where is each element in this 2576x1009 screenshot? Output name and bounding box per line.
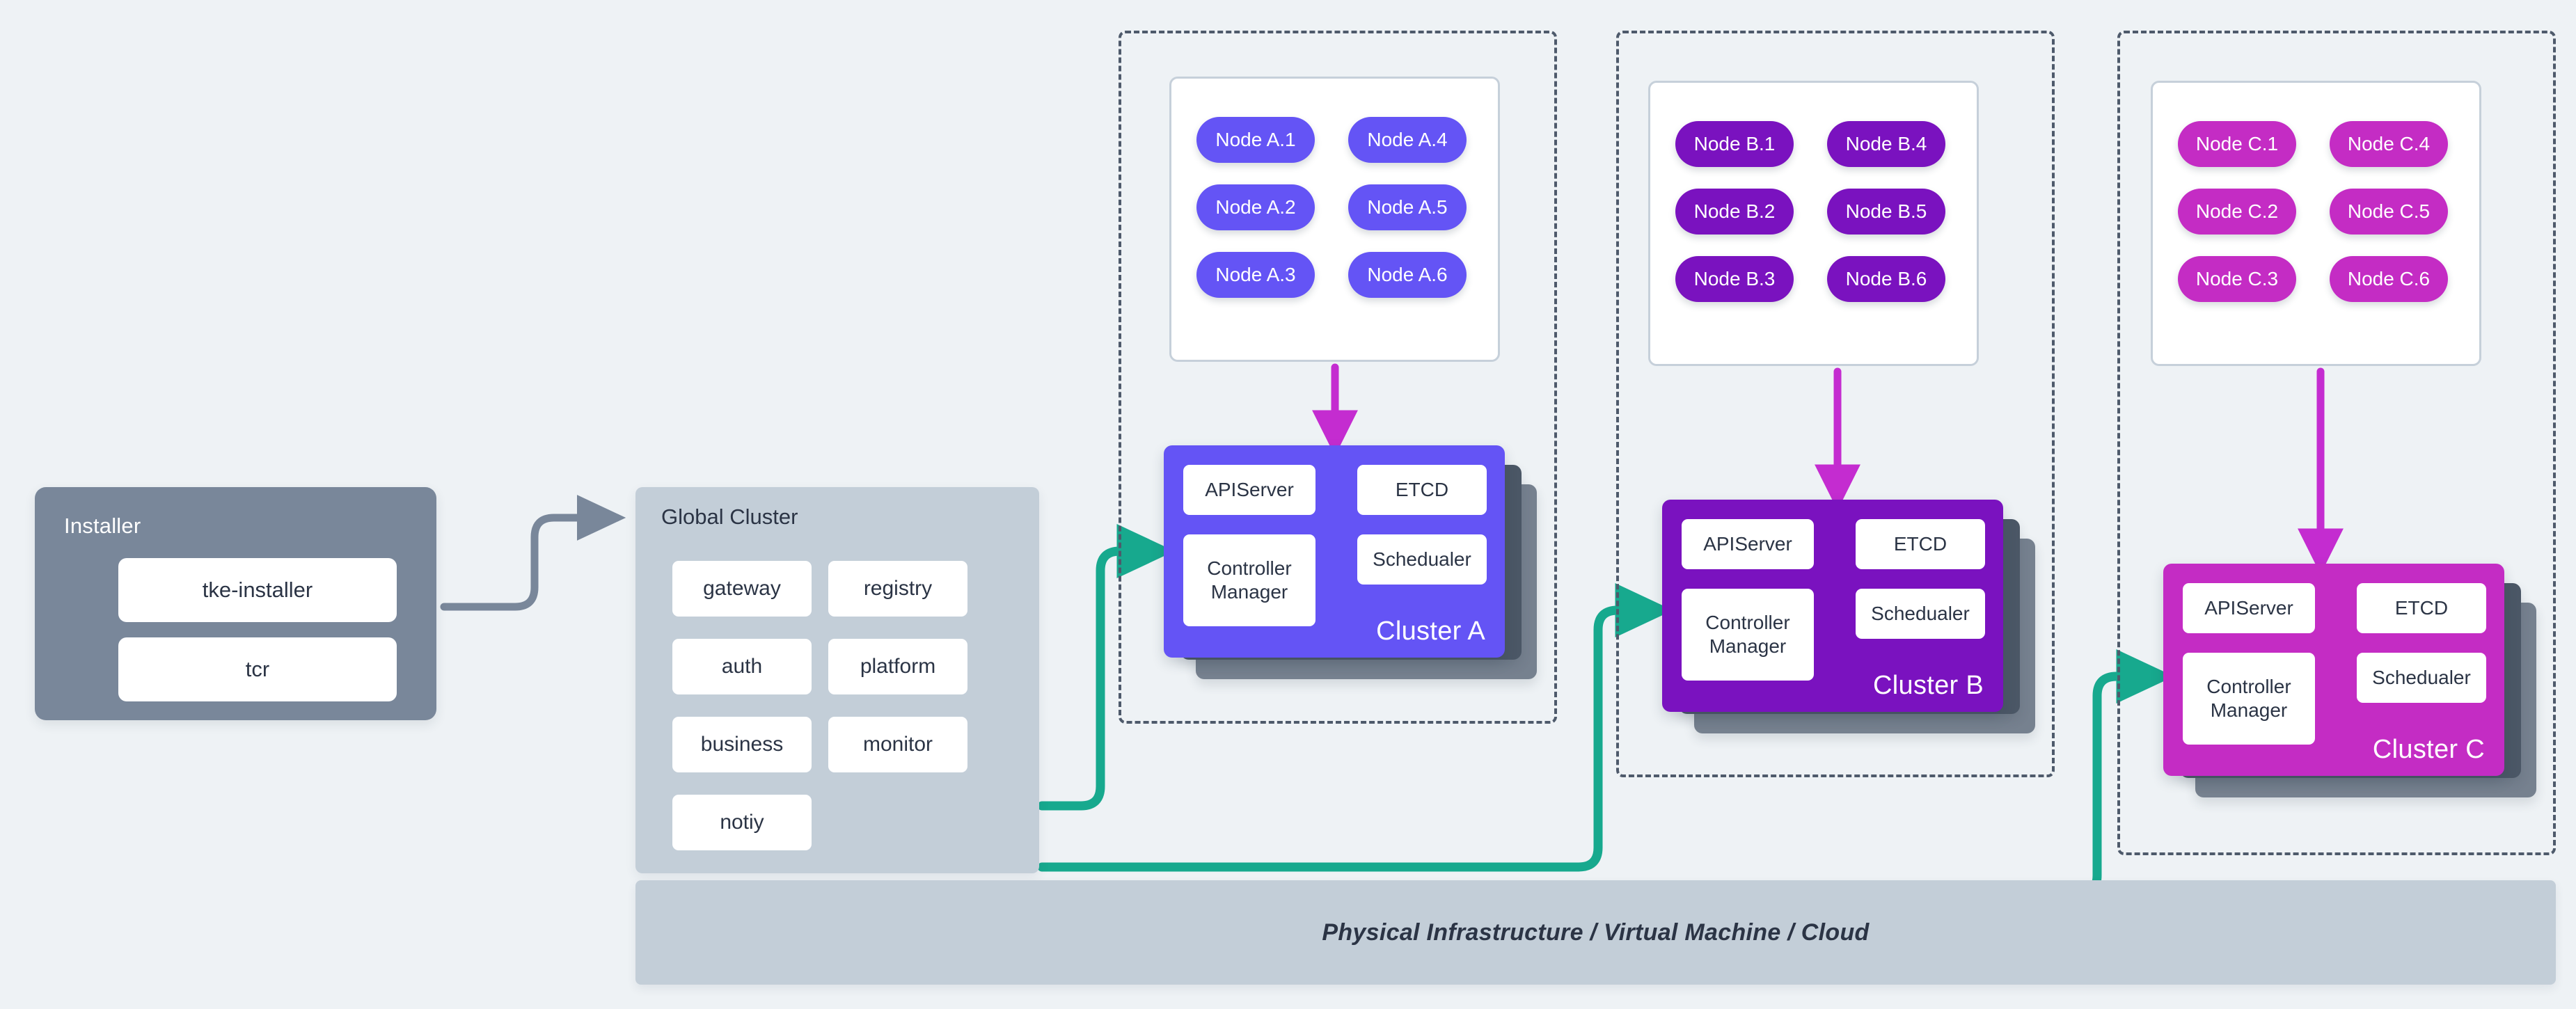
installer-panel: Installer tke-installer tcr — [35, 487, 436, 720]
node-c-1[interactable]: Node C.1 — [2178, 121, 2296, 167]
control-plane-c-apiserver[interactable]: APIServer — [2183, 583, 2315, 633]
global-service-auth[interactable]: auth — [672, 639, 812, 694]
control-plane-b-controller-manager[interactable]: Controller Manager — [1682, 589, 1814, 681]
global-service-gateway[interactable]: gateway — [672, 561, 812, 617]
control-plane-b-apiserver[interactable]: APIServer — [1682, 519, 1814, 569]
node-a-2[interactable]: Node A.2 — [1196, 184, 1315, 230]
control-plane-a-apiserver[interactable]: APIServer — [1183, 465, 1315, 515]
control-plane-a-etcd[interactable]: ETCD — [1357, 465, 1487, 515]
control-plane-b-scheduler[interactable]: Schedualer — [1856, 589, 1985, 639]
cluster-boundary-a — [1119, 31, 1557, 724]
node-c-2[interactable]: Node C.2 — [2178, 189, 2296, 235]
control-plane-c-controller-manager[interactable]: Controller Manager — [2183, 653, 2315, 745]
node-b-6[interactable]: Node B.6 — [1827, 256, 1945, 302]
global-cluster-panel: Global Cluster gateway registry auth pla… — [635, 487, 1039, 873]
cluster-a-name: Cluster A — [1376, 617, 1485, 646]
node-a-4[interactable]: Node A.4 — [1348, 117, 1467, 163]
node-c-6[interactable]: Node C.6 — [2330, 256, 2448, 302]
node-c-3[interactable]: Node C.3 — [2178, 256, 2296, 302]
node-c-5[interactable]: Node C.5 — [2330, 189, 2448, 235]
global-service-business[interactable]: business — [672, 717, 812, 772]
global-service-notiy[interactable]: notiy — [672, 795, 812, 850]
global-service-monitor[interactable]: monitor — [828, 717, 967, 772]
control-plane-a-card: APIServer ETCD Controller Manager Schedu… — [1164, 445, 1505, 658]
node-b-2[interactable]: Node B.2 — [1675, 189, 1794, 235]
node-a-1[interactable]: Node A.1 — [1196, 117, 1315, 163]
node-panel-a: Node A.1 Node A.2 Node A.3 Node A.4 Node… — [1169, 77, 1500, 362]
node-a-5[interactable]: Node A.5 — [1348, 184, 1467, 230]
global-service-registry[interactable]: registry — [828, 561, 967, 617]
installer-item-tke-installer[interactable]: tke-installer — [118, 558, 397, 622]
cluster-b-name: Cluster B — [1873, 671, 1984, 700]
node-b-3[interactable]: Node B.3 — [1675, 256, 1794, 302]
node-b-1[interactable]: Node B.1 — [1675, 121, 1794, 167]
control-plane-b-card: APIServer ETCD Controller Manager Schedu… — [1662, 500, 2003, 712]
infrastructure-bar: Physical Infrastructure / Virtual Machin… — [635, 880, 2556, 985]
global-service-platform[interactable]: platform — [828, 639, 967, 694]
cluster-c-name: Cluster C — [2372, 735, 2485, 764]
node-panel-c: Node C.1 Node C.2 Node C.3 Node C.4 Node… — [2151, 81, 2481, 366]
node-c-4[interactable]: Node C.4 — [2330, 121, 2448, 167]
global-cluster-title: Global Cluster — [661, 504, 798, 529]
control-plane-b-etcd[interactable]: ETCD — [1856, 519, 1985, 569]
node-panel-b: Node B.1 Node B.2 Node B.3 Node B.4 Node… — [1648, 81, 1979, 366]
node-a-6[interactable]: Node A.6 — [1348, 252, 1467, 298]
control-plane-a-controller-manager[interactable]: Controller Manager — [1183, 534, 1315, 626]
installer-title: Installer — [64, 514, 141, 538]
node-b-5[interactable]: Node B.5 — [1827, 189, 1945, 235]
cluster-boundary-c — [2117, 31, 2556, 855]
installer-item-tcr[interactable]: tcr — [118, 637, 397, 701]
control-plane-a-scheduler[interactable]: Schedualer — [1357, 534, 1487, 585]
control-plane-c-card: APIServer ETCD Controller Manager Schedu… — [2163, 564, 2504, 776]
infrastructure-label: Physical Infrastructure / Virtual Machin… — [1322, 919, 1870, 946]
cluster-boundary-b — [1616, 31, 2055, 777]
node-a-3[interactable]: Node A.3 — [1196, 252, 1315, 298]
control-plane-c-etcd[interactable]: ETCD — [2357, 583, 2486, 633]
node-b-4[interactable]: Node B.4 — [1827, 121, 1945, 167]
control-plane-c-scheduler[interactable]: Schedualer — [2357, 653, 2486, 703]
wire-installer-to-global-cluster — [440, 495, 626, 611]
